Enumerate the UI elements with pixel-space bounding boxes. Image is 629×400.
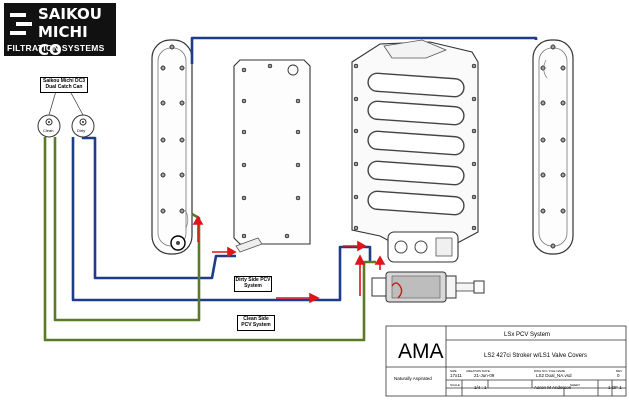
dirty-side-label: Dirty Side PCV System	[234, 276, 272, 292]
clean-port	[37, 114, 61, 138]
logo-line-1: SAIKOU	[38, 5, 102, 23]
size-value: 17x11	[450, 373, 462, 378]
size-header: SIZE	[450, 369, 457, 373]
dirty-port-label: Dirty	[77, 128, 86, 133]
rev-header: REV	[616, 369, 623, 373]
dwg-value: LS2 Dual_NA.vsd	[536, 373, 572, 378]
valley-cover	[233, 59, 311, 253]
clean-port-label: Clean	[43, 128, 54, 133]
left-valve-cover	[151, 39, 193, 255]
scale-header: SCALE	[450, 383, 460, 387]
system-title: LSx PCV System	[504, 332, 551, 338]
dwg-header: DWG NO / FILE NAME	[534, 369, 566, 373]
saikou-michi-logo: SAIKOU MICHI CO FILTRATION SYSTEMS	[4, 3, 116, 59]
sheet-header: SHEET	[570, 383, 581, 387]
drawing-description: LS2 427ci Stroker w/LS1 Valve Covers	[484, 353, 587, 359]
aspiration-note: Naturally Aspirated	[394, 376, 432, 381]
title-block: AMA LSx PCV System LS2 427ci Stroker w/L…	[386, 326, 626, 396]
clean-side-label: Clean Side PCV System	[237, 315, 275, 331]
author-name: Aaron M Anderson	[534, 385, 572, 390]
right-valve-cover	[532, 39, 574, 255]
title-block-frame	[385, 325, 627, 397]
date-value: 21-Jun-09	[474, 373, 495, 378]
catch-can-label: Saikou Michi DC3 Dual Catch Can	[40, 77, 88, 93]
flow-arrows	[192, 215, 386, 304]
logo-line-2: MICHI CO	[38, 23, 88, 59]
sheet-value: 1 OF 1	[608, 385, 622, 390]
company-name: AMA	[398, 340, 444, 363]
logo-line-3: FILTRATION SYSTEMS	[7, 43, 105, 53]
rev-value: 0	[617, 373, 620, 378]
intake-manifold	[351, 39, 485, 303]
dirty-side-hose	[71, 36, 538, 302]
scale-value: 1/4 : 1	[474, 385, 487, 390]
clean-side-hose	[43, 137, 376, 342]
catch-can	[37, 90, 95, 138]
date-header: CREATION DATE	[466, 369, 490, 373]
dirty-port	[71, 114, 95, 138]
brand-mark-icon	[10, 13, 32, 35]
